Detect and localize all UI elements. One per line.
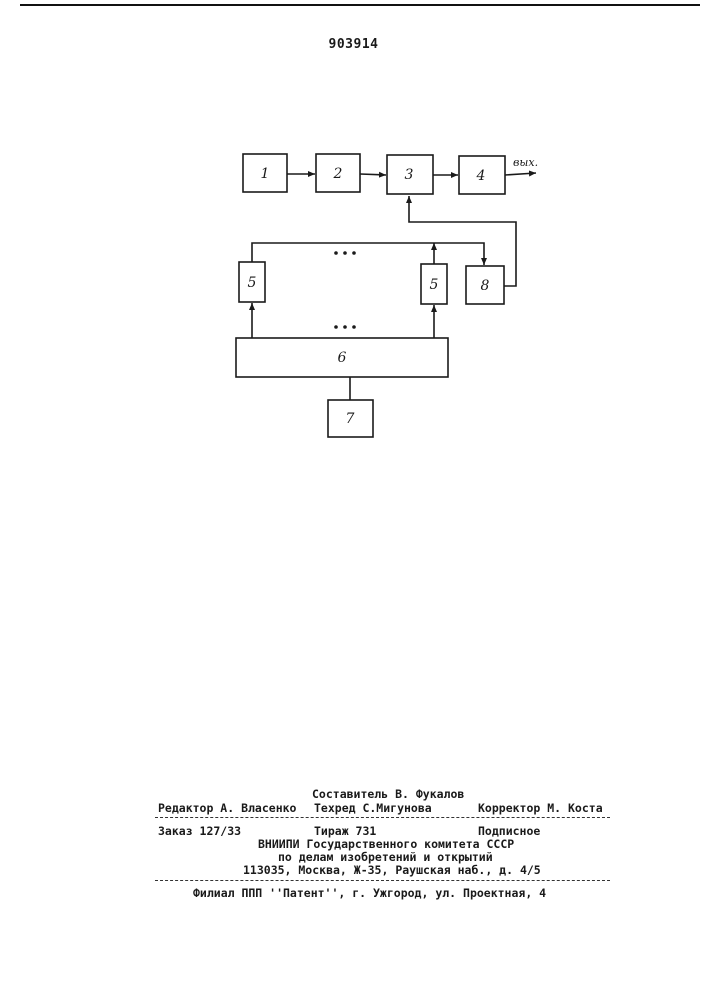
block-1-label: 1: [261, 166, 270, 182]
block-7-label: 7: [346, 411, 355, 427]
output-label: вых.: [513, 156, 538, 169]
block-7: 7: [328, 400, 373, 437]
ellipsis-bottom: [334, 325, 356, 329]
block-2: 2: [316, 154, 360, 192]
branch-line: Филиал ППП ''Патент'', г. Ужгород, ул. П…: [193, 886, 546, 900]
org-line-2: по делам изобретений и открытий: [278, 850, 493, 864]
wire-bus-8: [252, 243, 484, 265]
editor-line: Редактор А. Власенко: [158, 801, 296, 815]
org-line-1: ВНИИПИ Государственного комитета СССР: [258, 837, 514, 851]
corrector-line: Корректор М. Коста: [478, 801, 603, 815]
block-5-right: 5: [421, 264, 447, 304]
address-line: 113035, Москва, Ж-35, Раушская наб., д. …: [243, 863, 541, 877]
ellipsis-top: [334, 251, 356, 255]
block-2-label: 2: [333, 166, 343, 182]
compiler-line: Составитель В. Фукалов: [312, 787, 464, 801]
block-8: 8: [466, 266, 504, 304]
block-6: 6: [236, 338, 448, 377]
block-4-label: 4: [476, 168, 486, 184]
subscription-line: Подписное: [478, 824, 540, 838]
block-5-right-label: 5: [430, 277, 439, 293]
circulation-line: Тираж 731: [314, 824, 376, 838]
block-5-left-label: 5: [248, 275, 257, 291]
dashed-rule-1: [155, 817, 610, 818]
wire-4-out: [505, 173, 536, 175]
block-3: 3: [387, 155, 433, 194]
block-3-label: 3: [405, 167, 414, 183]
wire-2-3: [360, 174, 386, 175]
dashed-rule-2: [155, 880, 610, 881]
order-line: Заказ 127/33: [158, 824, 241, 838]
block-4: 4: [459, 156, 505, 194]
block-8-label: 8: [481, 278, 490, 294]
block-1: 1: [243, 154, 287, 192]
block-6-label: 6: [338, 350, 347, 366]
block-5-left: 5: [239, 262, 265, 302]
techred-line: Техред С.Мигунова: [314, 801, 432, 815]
